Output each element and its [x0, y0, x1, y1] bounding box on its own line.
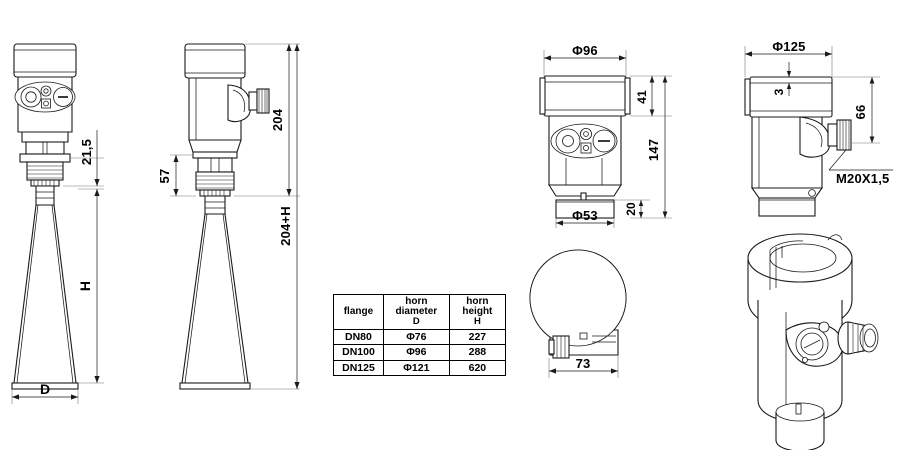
dimension-41: 41 [635, 76, 655, 116]
cell-horn-diameter: Φ121 [382, 359, 450, 376]
cell-horn-height: 620 [448, 359, 507, 376]
dimension-phi96: Φ96 [544, 43, 626, 61]
spec-header-flange-text: flange [343, 305, 374, 317]
table-row: DN100 Φ96 288 [333, 344, 507, 361]
view-housing-front: Φ96 41 147 20 [539, 43, 672, 228]
cell-horn-diameter: Φ76 [382, 328, 450, 345]
spec-header-horn-height-sub: H [473, 316, 481, 327]
dimension-204-plus-H-label: 204+H [278, 206, 293, 246]
cell-horn-diameter: Φ96 [382, 344, 450, 361]
dimension-73-label: 73 [576, 356, 591, 371]
dimension-H-label: H [77, 281, 93, 291]
dimension-21-5-label: 21,5 [79, 139, 94, 165]
dimension-21-5: 21,5 [79, 130, 100, 186]
dimension-phi53: Φ53 [556, 208, 614, 226]
dimension-147: 147 [646, 76, 668, 218]
cell-flange: DN80 [333, 328, 384, 345]
dimension-73: 73 [549, 356, 618, 374]
cell-horn-height: 288 [448, 344, 507, 361]
dimension-phi125: Φ125 [745, 39, 832, 57]
dimension-3: 3 [772, 62, 792, 96]
dimension-3-label: 3 [772, 88, 786, 95]
dimension-204-label: 204 [270, 108, 285, 131]
cell-flange: DN125 [333, 359, 384, 376]
spec-header-horn-height-text: horn height [462, 296, 493, 317]
spec-header-horn-diameter-text: horn diameter [395, 296, 438, 317]
cell-flange: DN100 [333, 344, 384, 361]
dimension-204: 204 [270, 44, 292, 196]
dimension-204-plus-H: 204+H [278, 44, 300, 389]
dimension-20-label: 20 [624, 202, 638, 216]
dimension-thread-m20: M20X1,5 [828, 149, 893, 186]
dimension-D-label: D [40, 381, 50, 397]
dimension-H: H [77, 189, 100, 383]
dimension-57-label: 57 [157, 169, 172, 184]
view-housing-side: Φ125 3 66 M20X1,5 [744, 39, 893, 217]
view-housing-top: 73 [529, 249, 627, 378]
dimension-20: 20 [624, 200, 644, 218]
view-front-horn: 21,5 H D [11, 43, 104, 404]
dimension-phi125-label: Φ125 [772, 39, 805, 54]
spec-header-horn-diameter-sub: D [412, 316, 420, 327]
dimension-phi53-label: Φ53 [572, 208, 598, 223]
dimension-phi96-label: Φ96 [572, 43, 598, 58]
spec-table: flange horn diameter D horn height H DN8… [333, 294, 507, 376]
dimension-41-label: 41 [635, 90, 649, 104]
spec-header-flange: flange [333, 294, 384, 330]
table-row: DN125 Φ121 620 [333, 359, 507, 376]
dimension-66-label: 66 [853, 105, 868, 120]
spec-header-horn-diameter: horn diameter D [382, 294, 450, 330]
table-row: DN80 Φ76 227 [333, 328, 507, 345]
cell-horn-height: 227 [448, 328, 507, 345]
dimension-147-label: 147 [646, 139, 661, 161]
dimension-66: 66 [853, 77, 875, 143]
spec-table-header-row: flange horn diameter D horn height H [333, 294, 507, 330]
dimension-57: 57 [157, 155, 179, 196]
view-side-horn: 57 204 204+H [157, 43, 300, 390]
spec-header-horn-height: horn height H [448, 294, 507, 330]
dimension-D: D [12, 381, 78, 400]
dimension-thread-m20-label: M20X1,5 [836, 171, 889, 186]
view-isometric [747, 233, 879, 450]
